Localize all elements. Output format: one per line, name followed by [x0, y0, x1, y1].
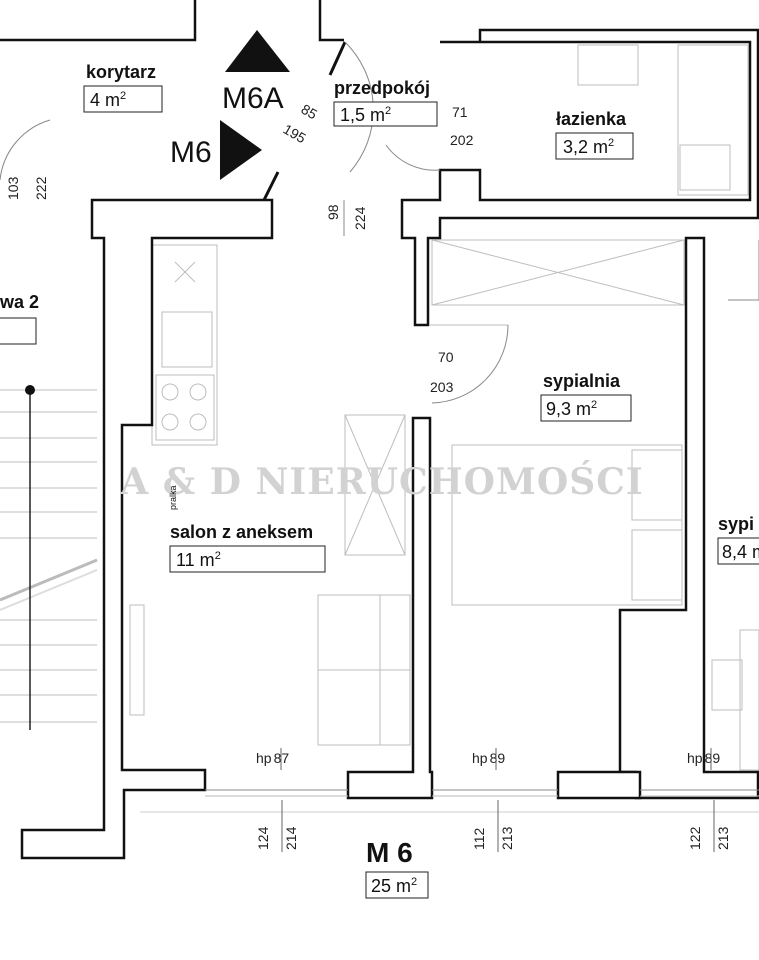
dim-213a: 213 [499, 826, 515, 850]
dim-222: 222 [33, 176, 49, 200]
room-area: 9,3 m2 [546, 399, 597, 419]
room-lazienka: łazienka 3,2 m2 [555, 109, 634, 160]
room-area: 4 m2 [90, 90, 126, 110]
room-name: łazienka [556, 109, 627, 129]
dim-71: 71 [452, 104, 468, 120]
dim-224: 224 [352, 206, 368, 230]
room-name: wa 2 [0, 292, 39, 312]
room-sypialnia-adjacent: sypi 8,4 m2 [717, 514, 759, 565]
unit-label: M 6 25 m2 [365, 837, 429, 899]
room-area: 1,5 m2 [340, 105, 391, 125]
dim-112: 112 [471, 827, 487, 850]
dim-203: 203 [430, 379, 454, 395]
dim-70: 70 [438, 349, 454, 365]
room-name: sypialnia [543, 371, 621, 391]
room-korytarz: korytarz 4 m2 [83, 62, 163, 113]
dim-214: 214 [283, 826, 299, 850]
dim-202: 202 [450, 132, 474, 148]
furniture [0, 44, 759, 771]
dim-103: 103 [5, 176, 21, 200]
unit-area: 25 m2 [371, 876, 417, 896]
walls [0, 0, 759, 860]
stair-lines [0, 385, 98, 730]
room-name: sypi [718, 514, 754, 534]
appliance-label: pralka [168, 485, 178, 510]
room-area: 3,2 m2 [563, 137, 614, 157]
marker-m6: M6 [170, 120, 262, 180]
dim-213b: 213 [715, 826, 731, 850]
room-name: salon z aneksem [170, 522, 313, 542]
room-stair-cut: wa 2 [0, 292, 39, 345]
room-area: 11 m2 [176, 550, 221, 570]
room-przedpokoj: przedpokój 1,5 m2 [333, 78, 438, 127]
marker-m6-label: M6 [170, 136, 212, 169]
room-area: 8,4 m2 [722, 542, 759, 562]
marker-m6a-label: M6A [222, 82, 284, 115]
room-sypialnia: sypialnia 9,3 m2 [540, 371, 632, 422]
marker-m6a: M6A [222, 30, 290, 115]
room-salon: salon z aneksem 11 m2 [169, 522, 326, 573]
room-name: korytarz [86, 62, 156, 82]
dim-195: 195 [281, 121, 309, 147]
dim-122: 122 [687, 826, 703, 850]
dim-98: 98 [325, 204, 341, 220]
dim-124: 124 [255, 826, 271, 850]
room-name: przedpokój [334, 78, 430, 98]
dim-85: 85 [299, 101, 321, 123]
unit-name: M 6 [366, 837, 413, 868]
watermark: A & D NIERUCHOMOŚCI [119, 461, 643, 503]
